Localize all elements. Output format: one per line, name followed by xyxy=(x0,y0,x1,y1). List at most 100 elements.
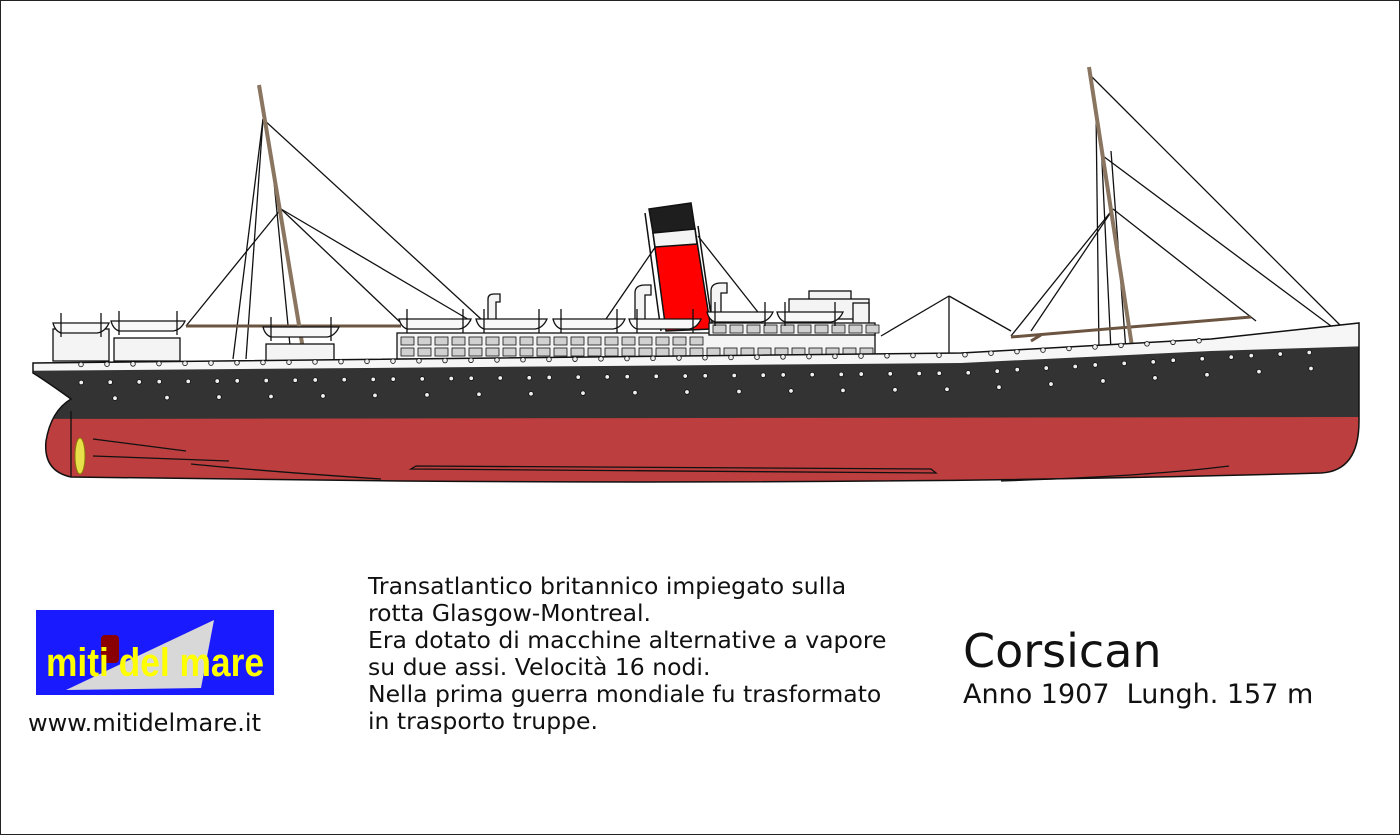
window xyxy=(434,336,449,346)
porthole xyxy=(312,377,318,383)
window xyxy=(638,336,653,346)
porthole xyxy=(838,371,844,378)
rigging xyxy=(185,75,1342,360)
porthole xyxy=(988,350,994,356)
miti-del-mare-logo: miti del mare xyxy=(36,610,274,695)
porthole xyxy=(1118,342,1124,349)
porthole xyxy=(476,391,482,397)
window xyxy=(797,324,812,334)
window xyxy=(689,336,704,346)
porthole xyxy=(892,387,898,393)
porthole xyxy=(1066,345,1072,352)
porthole xyxy=(370,376,376,383)
window xyxy=(831,324,846,334)
porthole xyxy=(156,378,162,385)
porthole xyxy=(809,371,815,378)
porthole xyxy=(832,353,838,360)
porthole xyxy=(214,378,220,384)
window xyxy=(780,324,795,334)
porthole xyxy=(390,376,396,382)
porthole xyxy=(468,357,474,363)
ship-name: Corsican xyxy=(963,624,1162,678)
window xyxy=(536,336,551,346)
window xyxy=(848,324,863,334)
ship-specs: Anno 1907 Lungh. 157 m xyxy=(963,679,1314,710)
window xyxy=(553,347,568,357)
porthole xyxy=(292,377,298,383)
window xyxy=(434,347,449,357)
porthole xyxy=(182,360,188,367)
window xyxy=(814,324,829,334)
porthole xyxy=(1170,357,1176,363)
porthole xyxy=(1199,356,1205,362)
fore-mast xyxy=(257,84,305,350)
window xyxy=(468,347,483,357)
description-line: Transatlantico britannico impiegato sull… xyxy=(368,572,847,600)
porthole xyxy=(884,353,890,359)
porthole xyxy=(286,359,292,365)
lifeboat xyxy=(475,318,549,330)
porthole xyxy=(104,361,110,367)
window xyxy=(638,347,653,357)
porthole xyxy=(788,388,794,394)
lifeboat xyxy=(552,318,627,330)
lifeboats xyxy=(52,302,845,341)
porthole xyxy=(572,356,578,362)
porthole xyxy=(684,389,690,395)
porthole xyxy=(965,370,971,376)
window xyxy=(451,347,466,357)
window xyxy=(763,324,778,334)
porthole xyxy=(916,370,922,377)
porthole xyxy=(1014,366,1020,373)
window xyxy=(655,347,670,357)
window xyxy=(451,336,466,346)
porthole xyxy=(372,392,378,399)
window xyxy=(570,336,585,346)
porthole xyxy=(234,378,240,384)
porthole xyxy=(520,357,526,363)
window xyxy=(712,324,727,334)
porthole xyxy=(780,372,786,378)
porthole xyxy=(1048,381,1054,387)
porthole xyxy=(731,372,737,379)
window xyxy=(729,324,744,334)
porthole xyxy=(910,352,916,359)
porthole xyxy=(1204,372,1210,378)
portholes xyxy=(78,338,1314,401)
description-line: rotta Glasgow-Montreal. xyxy=(368,599,651,627)
porthole xyxy=(780,354,786,360)
website-link[interactable]: www.mitidelmare.it xyxy=(28,709,262,737)
porthole xyxy=(936,370,942,376)
porthole xyxy=(702,373,708,379)
lifeboat xyxy=(776,311,845,323)
porthole xyxy=(702,355,708,361)
porthole xyxy=(1092,344,1098,350)
ship-description: Transatlantico britannico impiegato sull… xyxy=(368,573,886,735)
window xyxy=(604,336,619,346)
porthole xyxy=(1144,341,1150,347)
window xyxy=(502,336,517,346)
propeller xyxy=(74,437,86,475)
porthole xyxy=(604,374,610,380)
window xyxy=(587,347,602,357)
porthole xyxy=(185,378,191,385)
porthole xyxy=(858,353,864,359)
lifeboat xyxy=(398,318,473,330)
porthole xyxy=(580,390,586,396)
porthole xyxy=(416,358,422,364)
porthole xyxy=(526,375,532,381)
porthole xyxy=(156,360,162,367)
porthole xyxy=(1100,378,1106,384)
lifeboat xyxy=(628,318,703,330)
porthole xyxy=(546,374,552,381)
porthole xyxy=(1121,360,1127,367)
porthole xyxy=(364,358,370,365)
porthole xyxy=(806,353,812,360)
window xyxy=(672,336,687,346)
porthole xyxy=(136,379,142,385)
porthole xyxy=(1277,351,1283,357)
porthole xyxy=(1072,363,1078,370)
porthole xyxy=(754,354,760,360)
window xyxy=(417,336,432,346)
